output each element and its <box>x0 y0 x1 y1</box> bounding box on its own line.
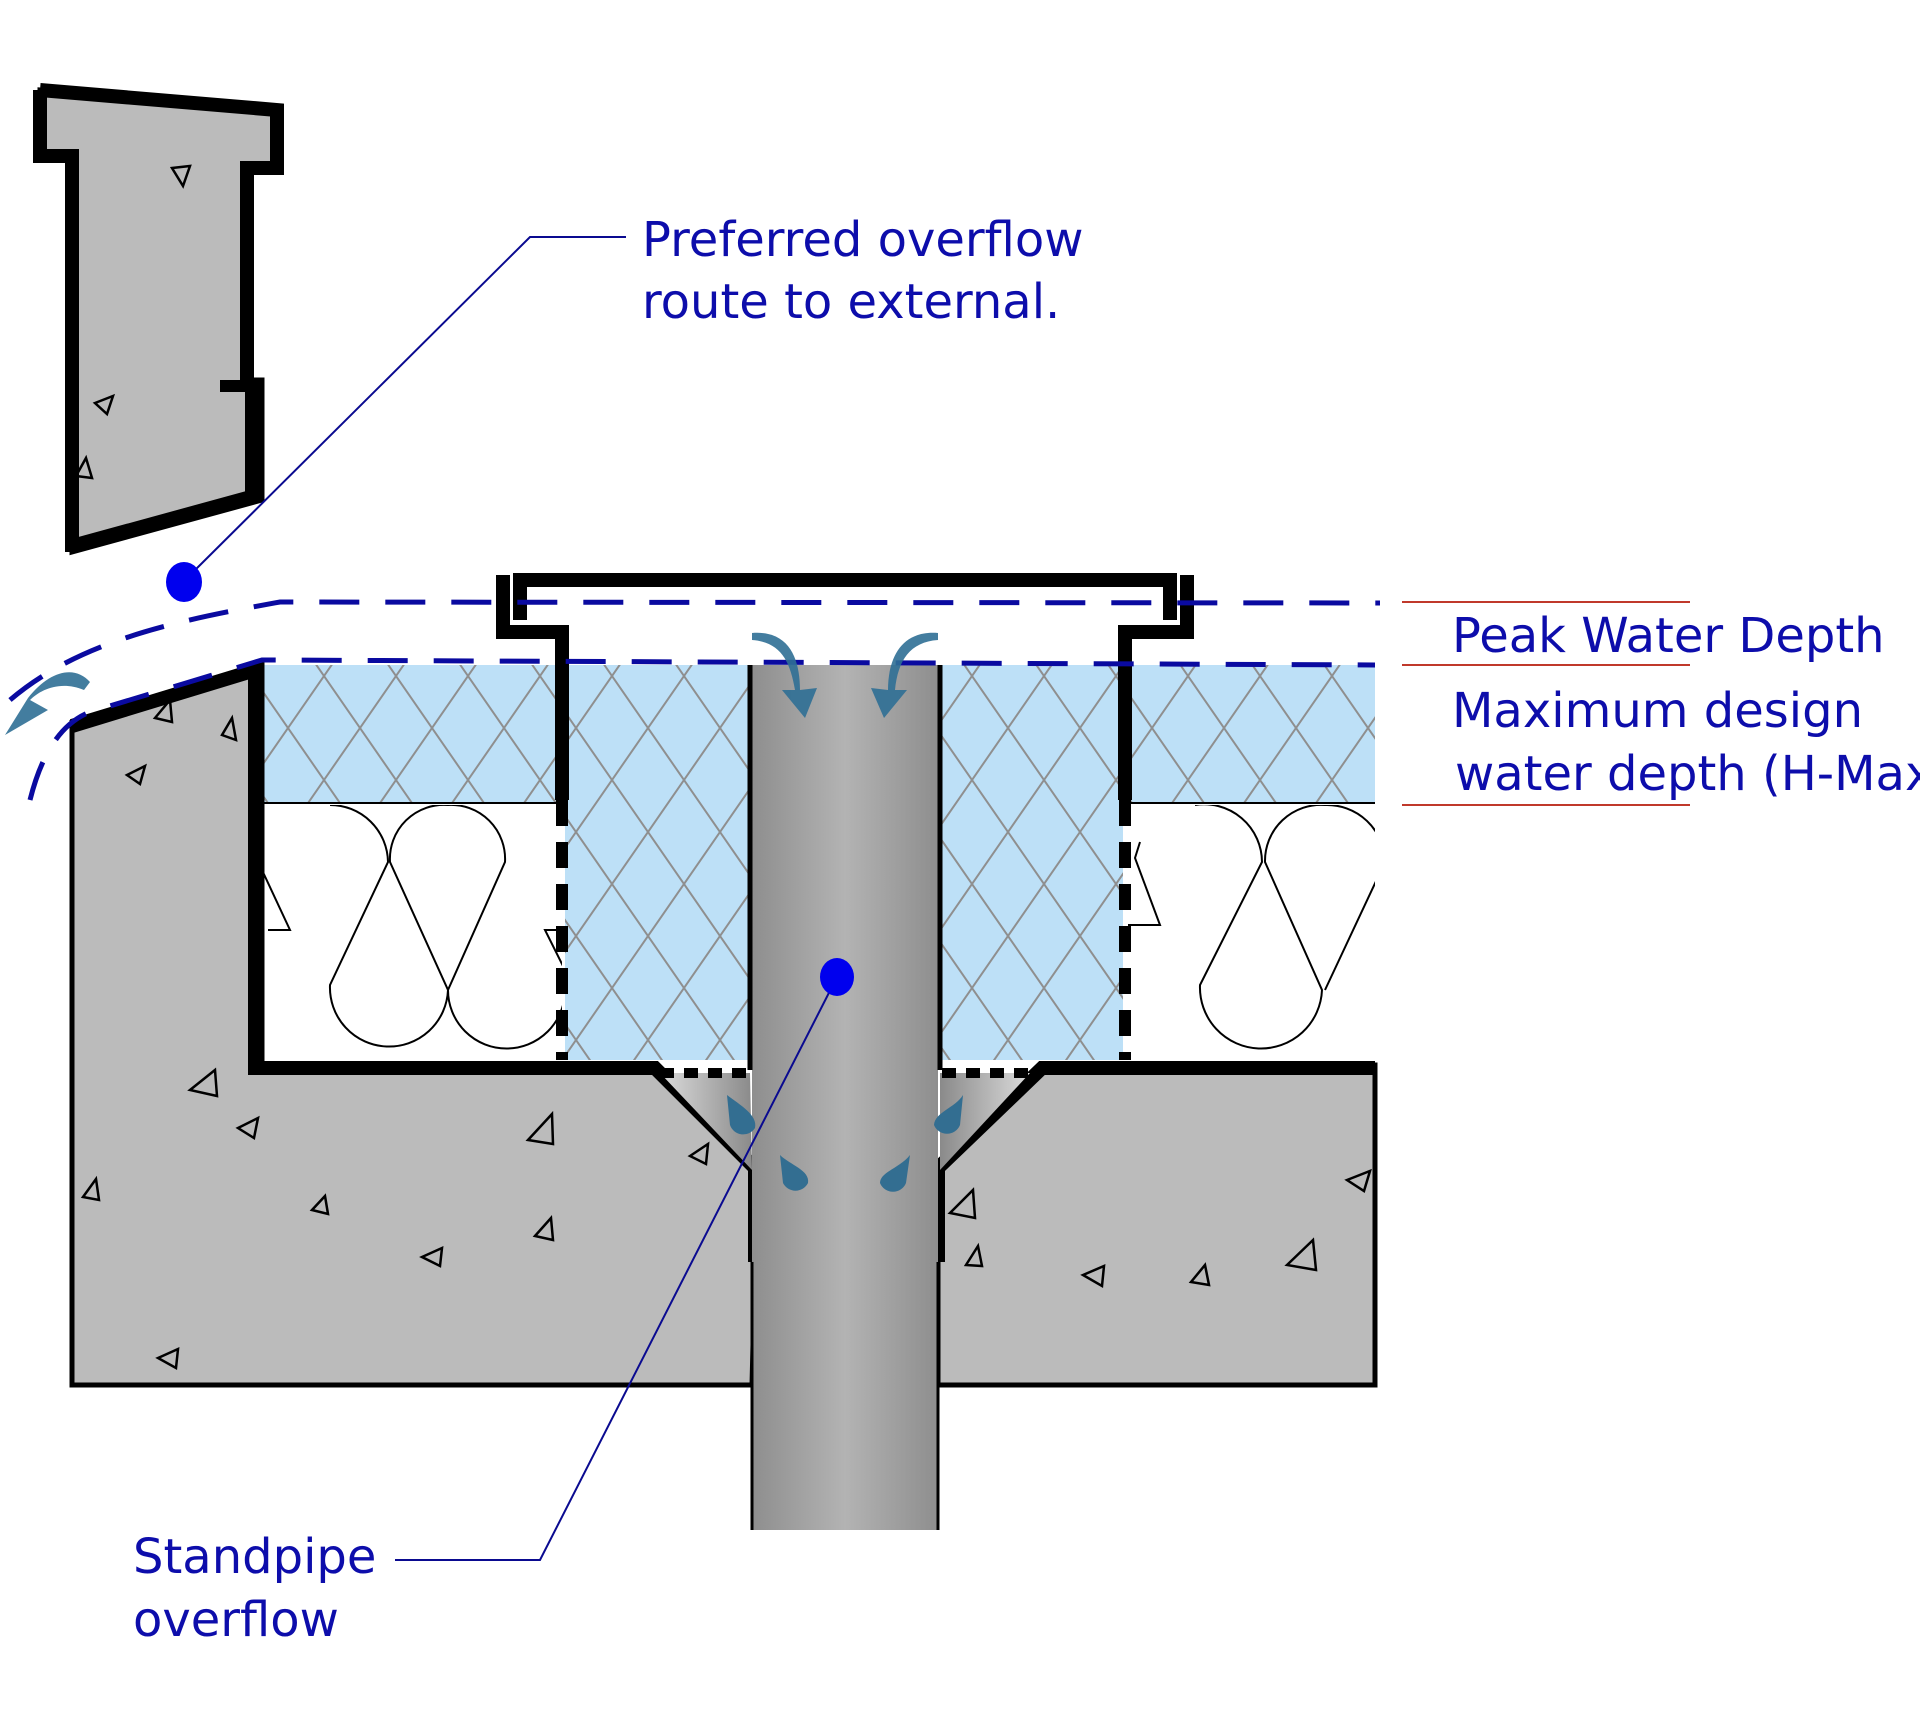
roof-slab-right <box>931 1061 1378 1388</box>
label-peak-water-depth: Peak Water Depth <box>1452 608 1885 664</box>
flow-arrow-right-icon <box>871 632 938 718</box>
water-level-lines <box>8 599 1690 806</box>
droplet-icon <box>880 1155 910 1192</box>
leader-preferred-overflow <box>166 236 626 602</box>
label-max-design-depth-line1: Maximum design <box>1452 683 1863 739</box>
leader-standpipe-overflow <box>395 958 854 1561</box>
label-preferred-overflow-line1: Preferred overflow <box>642 212 1083 268</box>
droplet-icon <box>934 1095 963 1134</box>
flow-arrow-left-icon <box>752 632 817 718</box>
label-max-design-depth-line2: water depth (H-Max <box>1455 746 1920 802</box>
label-preferred-overflow-line2: route to external. <box>642 274 1060 330</box>
flow-arrow-external-icon <box>5 672 90 735</box>
leader-dot <box>820 958 854 996</box>
attenuation-water-zone <box>262 665 1375 1060</box>
water-droplets <box>727 1095 963 1192</box>
leader-dot <box>166 562 202 602</box>
overflow-flow-arrows <box>5 632 938 735</box>
label-standpipe-overflow-line2: overflow <box>133 1592 339 1648</box>
parapet-coping <box>33 83 284 556</box>
roof-slab-left <box>69 661 762 1388</box>
label-standpipe-overflow-line1: Standpipe <box>133 1529 376 1585</box>
droplet-icon <box>780 1155 809 1191</box>
droplet-icon <box>727 1095 756 1135</box>
insulation-layer <box>262 805 1375 1050</box>
